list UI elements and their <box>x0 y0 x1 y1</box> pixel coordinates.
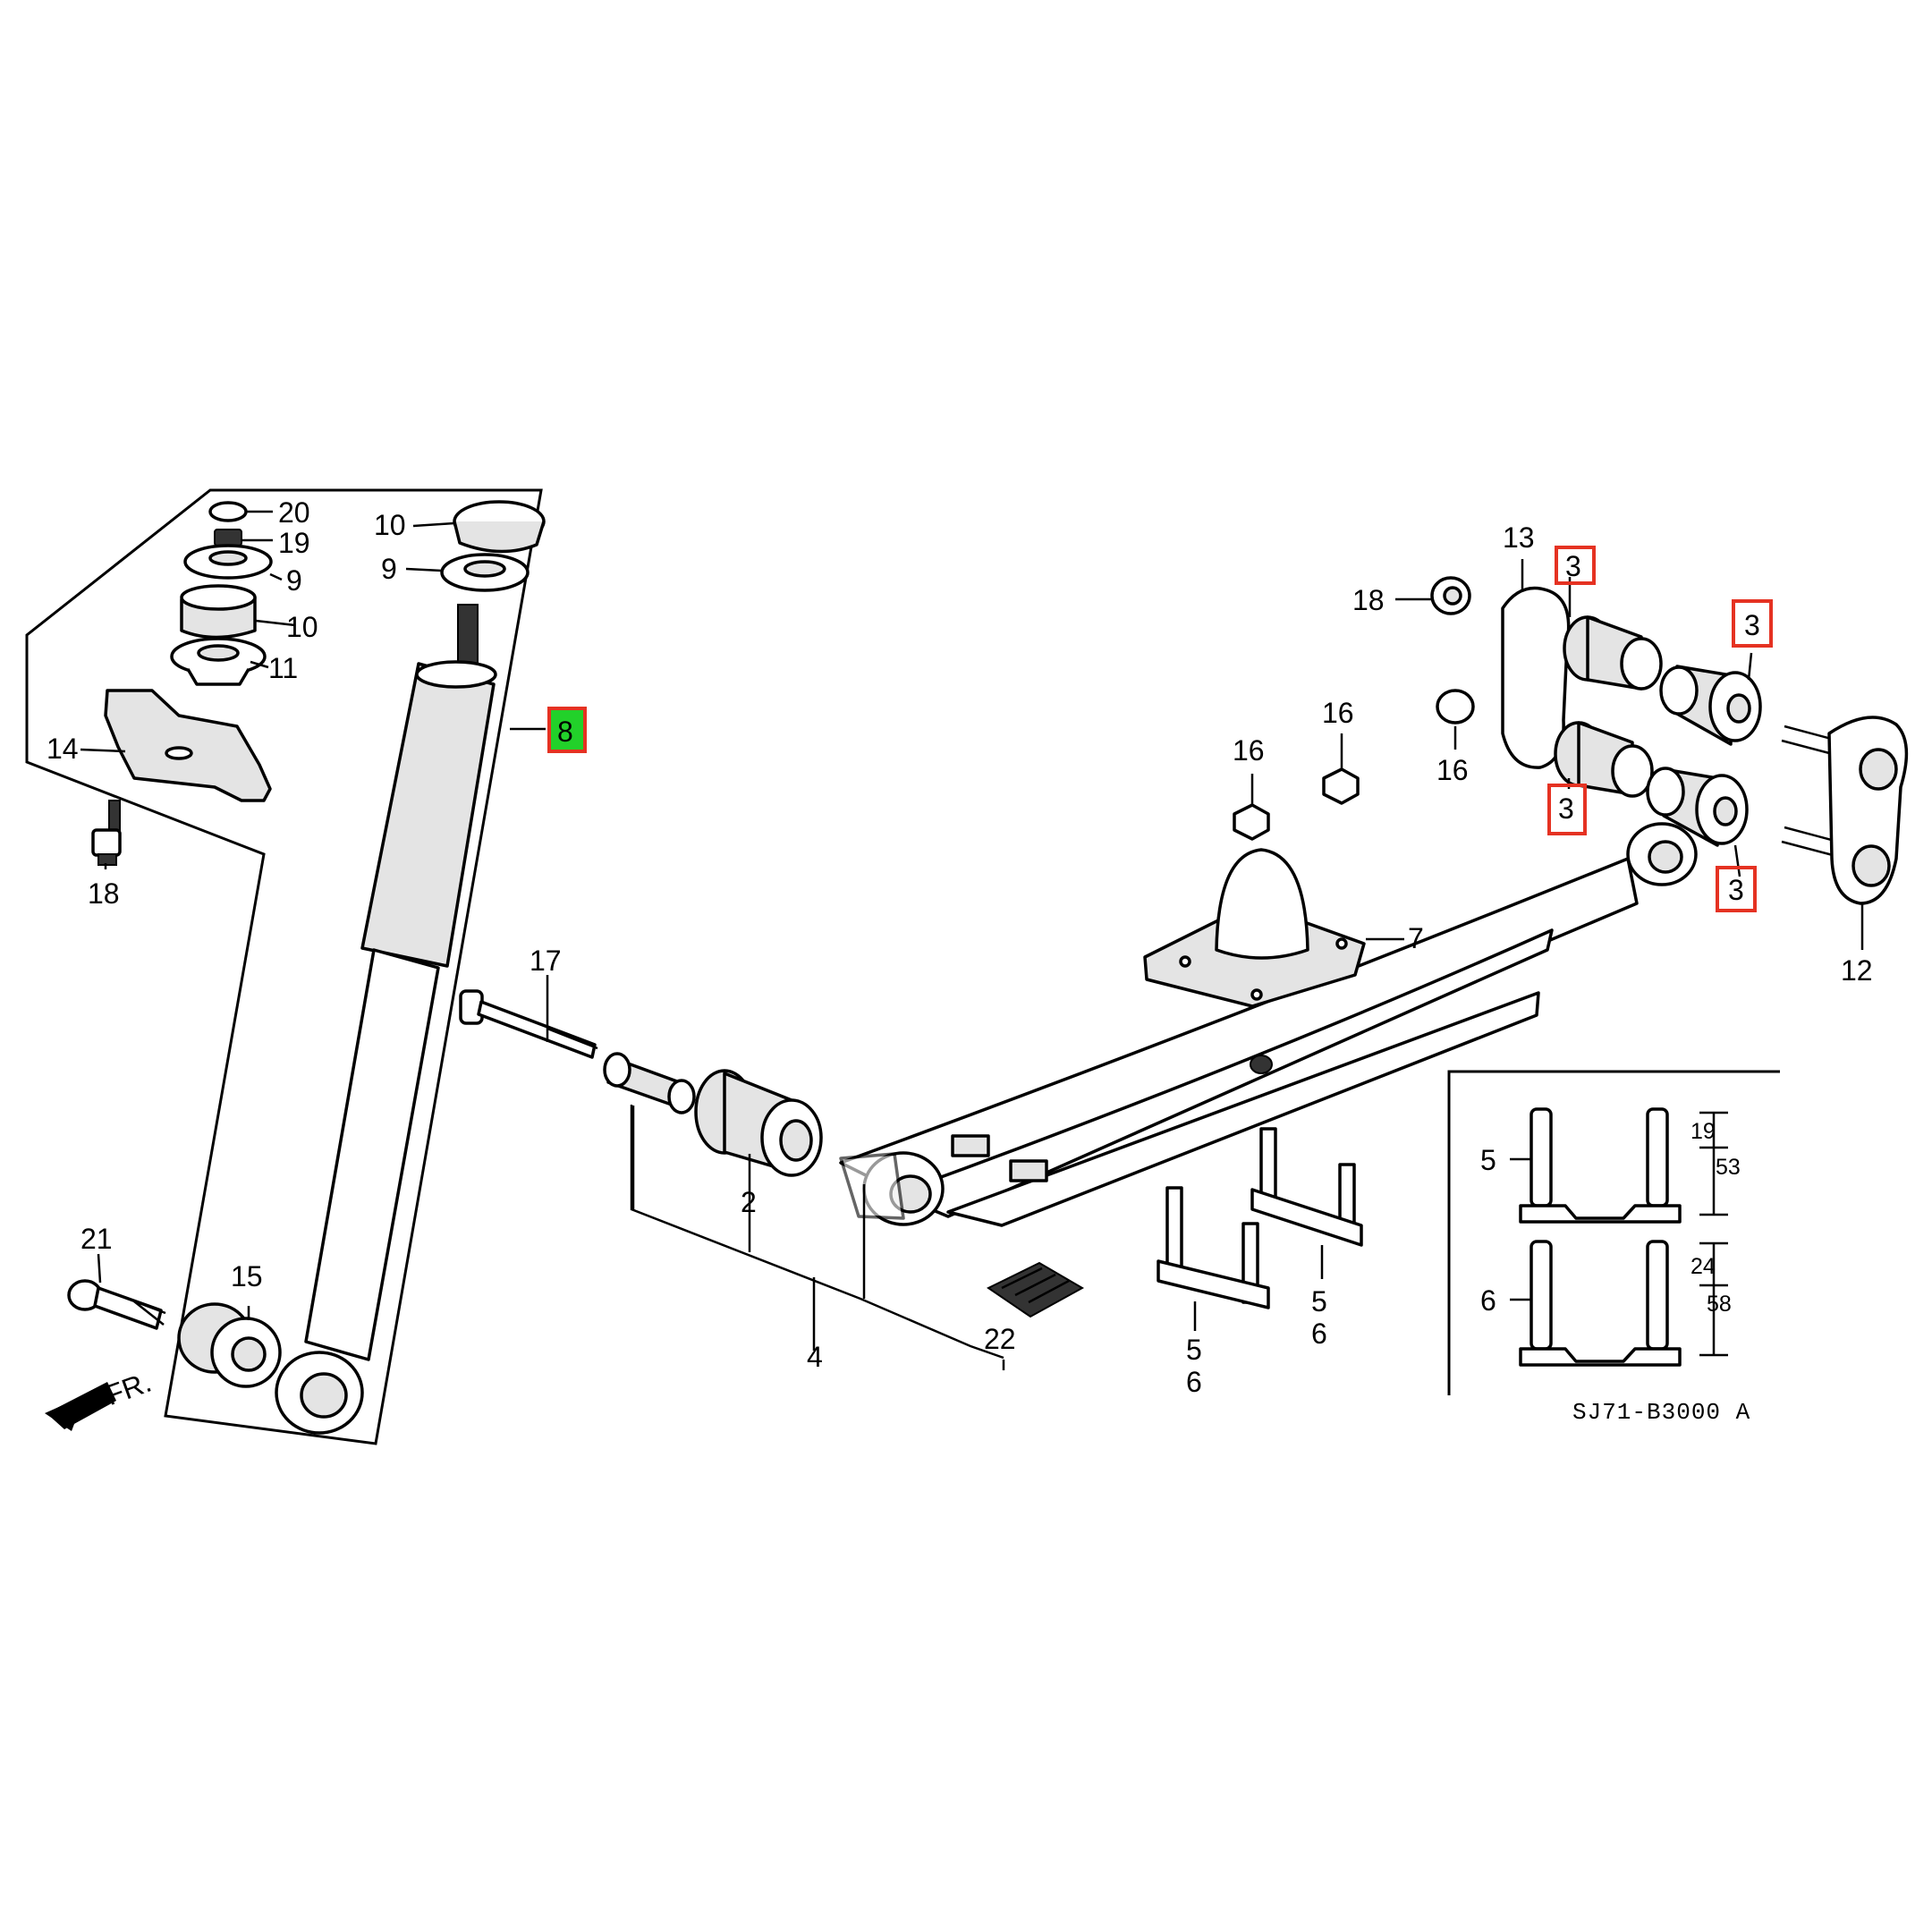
inset-dim-19: 19 <box>1690 1119 1716 1144</box>
callout-10-right: 10 <box>374 509 406 541</box>
bolt-18-left <box>91 800 122 866</box>
shackle-bushing-3-upper-right <box>1659 665 1762 746</box>
highlight-3-a <box>1555 546 1596 585</box>
callout-6-left: 6 <box>1186 1366 1202 1398</box>
highlight-3-d <box>1716 866 1757 912</box>
callout-17: 17 <box>530 945 562 977</box>
bracket-14 <box>104 689 272 802</box>
highlight-8 <box>547 707 587 753</box>
callout-6-right: 6 <box>1311 1318 1327 1350</box>
inset-bolt-5 <box>1519 1107 1728 1224</box>
callout-9-left: 9 <box>286 564 302 597</box>
highlight-3-c <box>1547 784 1587 835</box>
u-bolt-right <box>1250 1127 1363 1247</box>
callout-5-left: 5 <box>1186 1334 1202 1366</box>
shock-absorber-8 <box>275 500 546 1435</box>
inset-bolt-6 <box>1519 1240 1728 1367</box>
callout-22: 22 <box>984 1323 1016 1355</box>
inset-label-6: 6 <box>1480 1284 1496 1317</box>
nut-18-right <box>1430 576 1471 615</box>
bolt-17 <box>459 989 598 1059</box>
callout-12: 12 <box>1841 954 1873 987</box>
u-bolt-left <box>1157 1186 1270 1309</box>
shackle-bushing-3-upper-left <box>1563 615 1663 691</box>
callout-10-left: 10 <box>286 611 318 643</box>
callout-16-a: 16 <box>1233 734 1265 767</box>
diagram-code: SJ71-B3000 A <box>1572 1399 1750 1426</box>
leaf-spring <box>839 822 1698 1227</box>
callout-3-b: 3 <box>1744 609 1760 641</box>
shackle-12 <box>1781 716 1909 905</box>
highlight-3-b <box>1732 599 1773 648</box>
upper-mount-stack <box>170 501 273 686</box>
inset-dim-58: 58 <box>1707 1292 1732 1317</box>
shock-assembly-frame <box>25 488 543 1445</box>
shackle-plate-13 <box>1501 586 1571 769</box>
callout-13: 13 <box>1503 521 1535 554</box>
nut-16-c <box>1436 689 1475 724</box>
callout-3-a: 3 <box>1565 550 1581 582</box>
nut-16-a <box>1233 803 1270 841</box>
callout-2: 2 <box>741 1186 757 1218</box>
callout-3-c: 3 <box>1558 792 1574 825</box>
leader-lines <box>80 510 1864 1370</box>
bushing-2 <box>694 1069 823 1177</box>
callout-7: 7 <box>1408 922 1424 954</box>
callout-8: 8 <box>557 716 573 748</box>
bump-stop-7 <box>1143 848 1366 1008</box>
pad-22 <box>987 1261 1085 1318</box>
callout-18-left: 18 <box>88 877 120 910</box>
front-direction-arrow <box>45 1382 116 1431</box>
inset-label-5: 5 <box>1480 1144 1496 1176</box>
callout-21: 21 <box>80 1223 113 1255</box>
callout-15: 15 <box>231 1260 263 1292</box>
callout-5-right: 5 <box>1311 1285 1327 1318</box>
bushing-15 <box>177 1302 282 1388</box>
callout-9-right: 9 <box>381 553 397 585</box>
callout-11: 11 <box>268 652 298 684</box>
callout-16-c: 16 <box>1436 754 1469 786</box>
inset-dim-53: 53 <box>1716 1155 1741 1180</box>
callout-18-right: 18 <box>1352 584 1385 616</box>
inset-dim-24: 24 <box>1690 1254 1716 1279</box>
callout-20: 20 <box>278 496 310 529</box>
callout-3-d: 3 <box>1728 874 1744 906</box>
callout-4: 4 <box>807 1341 823 1373</box>
shackle-bushing-3-lower-left <box>1554 721 1654 798</box>
nut-16-b <box>1322 767 1360 805</box>
callout-19: 19 <box>278 527 310 559</box>
callout-16-b: 16 <box>1322 697 1354 729</box>
shackle-bushing-3-lower-right <box>1646 767 1749 847</box>
bolt-21 <box>67 1279 166 1330</box>
front-direction-label: FR. <box>101 1366 156 1411</box>
callout-14: 14 <box>47 733 79 765</box>
collar <box>603 1052 696 1114</box>
inset-frame <box>1447 1070 1780 1395</box>
